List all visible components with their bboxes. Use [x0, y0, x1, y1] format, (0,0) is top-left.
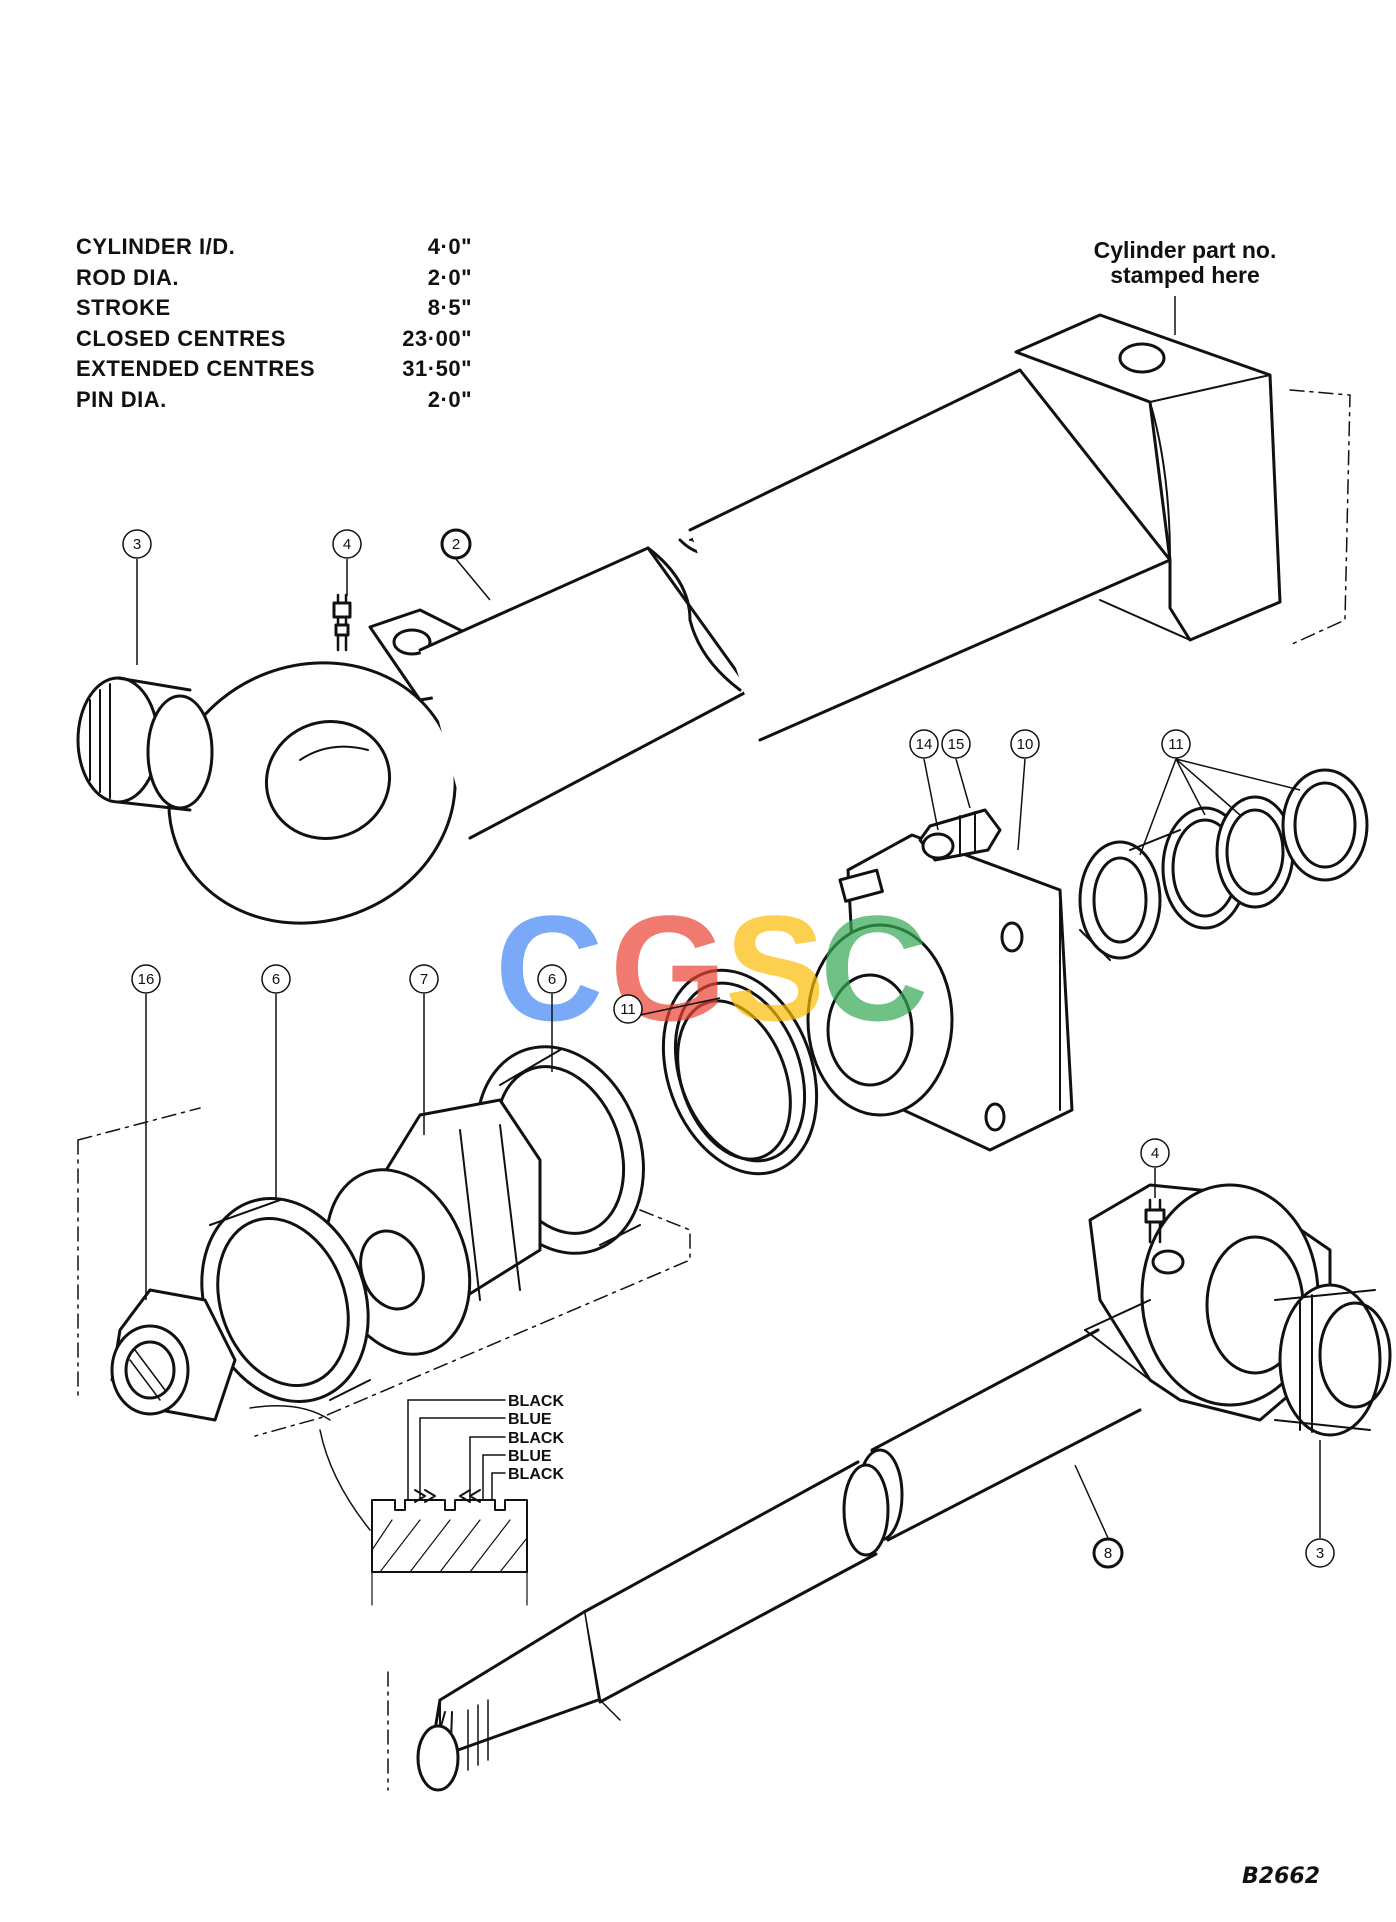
- spec-label: STROKE: [76, 295, 171, 321]
- watermark-letter-c2: C: [820, 884, 928, 1052]
- spec-value: 31·50": [402, 356, 472, 382]
- callout-11-middle: 11: [613, 994, 643, 1024]
- callout-10: 10: [1010, 729, 1040, 759]
- callout-11-top: 11: [1161, 729, 1191, 759]
- svg-text:4: 4: [343, 536, 351, 553]
- svg-text:10: 10: [1017, 736, 1034, 753]
- bush-top: [76, 676, 214, 812]
- svg-text:6: 6: [272, 971, 280, 988]
- svg-text:3: 3: [1316, 1545, 1324, 1562]
- svg-text:14: 14: [916, 736, 933, 753]
- spec-row: CLOSED CENTRES 23·00": [76, 324, 496, 355]
- svg-text:6: 6: [548, 971, 556, 988]
- part-number-note-line2: stamped here: [1110, 262, 1260, 288]
- seal-section-detail: [249, 1399, 528, 1606]
- seal-set-11: [1078, 768, 1369, 961]
- callout-6-left: 6: [261, 964, 291, 994]
- cylinder-spec-table: CYLINDER I/D. 4·0" ROD DIA. 2·0" STROKE 8·5…: [76, 232, 496, 415]
- callout-3-top: 3: [122, 529, 152, 559]
- callout-6-right: 6: [537, 964, 567, 994]
- watermark-letter-s: S: [725, 884, 825, 1052]
- svg-text:4: 4: [1151, 1145, 1159, 1162]
- watermark-letter-g: G: [610, 884, 727, 1052]
- spec-label: ROD DIA.: [76, 264, 179, 290]
- seal-color-1: BLACK: [508, 1393, 564, 1410]
- spec-value: 4·0": [427, 234, 472, 260]
- svg-text:16: 16: [138, 971, 155, 988]
- seal-color-2: BLUE: [508, 1411, 552, 1428]
- callout-7: 7: [409, 964, 439, 994]
- callout-8: 8: [1092, 1537, 1124, 1569]
- spec-value: 2·0": [427, 264, 472, 290]
- spec-label: CLOSED CENTRES: [76, 325, 286, 351]
- piston-ring-6-left: [200, 1197, 371, 1403]
- piston-7: [324, 1098, 542, 1356]
- svg-text:3: 3: [133, 536, 141, 553]
- spec-label: PIN DIA.: [76, 386, 167, 412]
- seal-color-5: BLACK: [508, 1466, 564, 1483]
- spec-row: ROD DIA. 2·0": [76, 263, 496, 294]
- callout-2: 2: [440, 528, 472, 560]
- spec-label: EXTENDED CENTRES: [76, 356, 316, 382]
- piston-nut-16: [110, 1288, 237, 1422]
- grease-nipple-bottom: [1144, 1198, 1166, 1244]
- callout-4-top: 4: [332, 529, 362, 559]
- drawing-code: B2662: [1242, 1864, 1320, 1889]
- callout-3-bottom: 3: [1305, 1538, 1335, 1568]
- callout-15: 15: [941, 729, 971, 759]
- spec-row: STROKE 8·5": [76, 293, 496, 324]
- svg-text:11: 11: [620, 1001, 636, 1018]
- seal-color-4: BLUE: [508, 1448, 552, 1465]
- spec-row: EXTENDED CENTRES 31·50": [76, 354, 496, 385]
- spec-label: CYLINDER I/D.: [76, 234, 236, 260]
- wiper-seal: [661, 968, 819, 1176]
- svg-text:11: 11: [1168, 736, 1184, 753]
- part-number-note: Cylinder part no. stamped here: [1060, 238, 1310, 288]
- cylinder-barrel: [167, 313, 1351, 925]
- callout-16: 16: [131, 964, 161, 994]
- part-number-note-line1: Cylinder part no.: [1093, 237, 1277, 263]
- svg-text:7: 7: [420, 971, 428, 988]
- spec-value: 8·5": [427, 295, 472, 321]
- spec-value: 2·0": [427, 386, 472, 412]
- watermark: C G S C: [495, 884, 928, 1052]
- callout-4-bottom: 4: [1140, 1138, 1170, 1168]
- gland-housing: [806, 833, 1074, 1152]
- spec-row: CYLINDER I/D. 4·0": [76, 232, 496, 263]
- svg-text:8: 8: [1104, 1545, 1112, 1562]
- spec-row: PIN DIA. 2·0": [76, 385, 496, 416]
- svg-text:2: 2: [452, 536, 460, 553]
- callout-14: 14: [909, 729, 939, 759]
- spec-value: 23·00": [402, 325, 472, 351]
- gland-bolt: [918, 808, 1002, 862]
- bush-bottom: [1274, 1283, 1392, 1437]
- svg-text:15: 15: [948, 736, 965, 753]
- seal-color-3: BLACK: [508, 1430, 564, 1447]
- piston-rod: [387, 1183, 1332, 1792]
- grease-nipple-top: [332, 593, 352, 652]
